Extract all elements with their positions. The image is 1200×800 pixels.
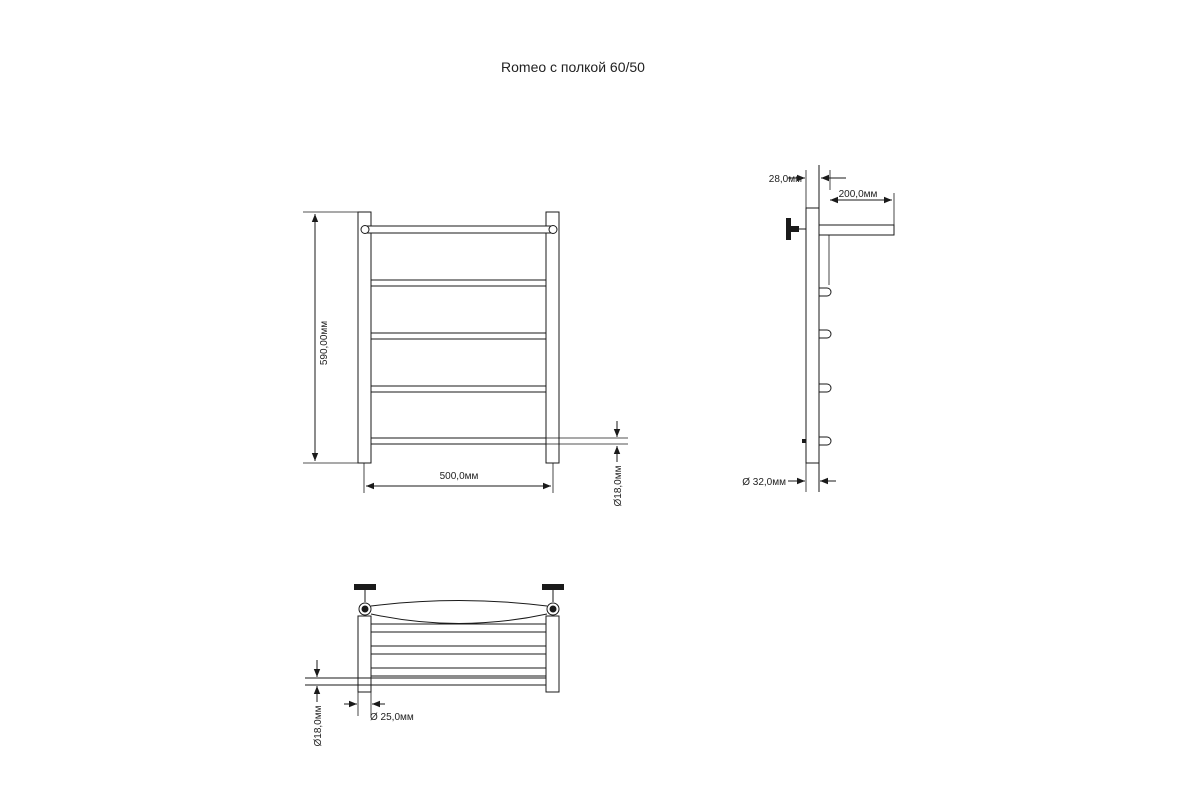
- left-post-top: [357, 615, 372, 693]
- wall-bracket-left: [354, 584, 376, 616]
- crossbar: [370, 279, 547, 287]
- top-rail-end-left: [360, 225, 370, 234]
- side-post: [805, 207, 820, 464]
- top-rail: [364, 225, 554, 234]
- width-dimension-label: 500,0мм: [440, 471, 479, 482]
- tube-stub: [818, 287, 832, 297]
- right-post: [545, 211, 560, 464]
- wall-offset-label: 28,0мм: [769, 174, 802, 185]
- curved-shelf: [370, 600, 548, 607]
- page-title: Romeo с полкой 60/50: [501, 59, 645, 75]
- crossbar: [370, 385, 547, 393]
- tube-stub: [818, 383, 832, 393]
- top-rail-end-right: [548, 225, 558, 234]
- front-tube-diameter-label: Ø18,0мм: [613, 465, 624, 506]
- height-dimension-label: 590,00мм: [319, 321, 330, 365]
- side-view: 28,0мм 200,0мм Ø 32,0мм: [742, 165, 895, 492]
- wall-bracket-right: [542, 584, 564, 616]
- tube-stub: [818, 436, 832, 446]
- top-post-diameter-label: Ø 25,0мм: [370, 712, 414, 723]
- top-view: Ø18,0мм Ø 25,0мм: [305, 584, 564, 747]
- tube-stub: [818, 329, 832, 339]
- shelf: [818, 224, 895, 236]
- post-diameter-label: Ø 32,0мм: [742, 477, 786, 488]
- wall-bracket: [786, 218, 806, 240]
- right-post-top: [545, 615, 560, 693]
- crossbar: [370, 437, 547, 445]
- front-view: 590,00мм 500,0мм Ø18,0мм: [303, 211, 628, 507]
- crossbar: [370, 332, 547, 340]
- top-tube-diameter-label: Ø18,0мм: [313, 705, 324, 746]
- left-post: [357, 211, 372, 464]
- shelf-depth-label: 200,0мм: [839, 189, 878, 200]
